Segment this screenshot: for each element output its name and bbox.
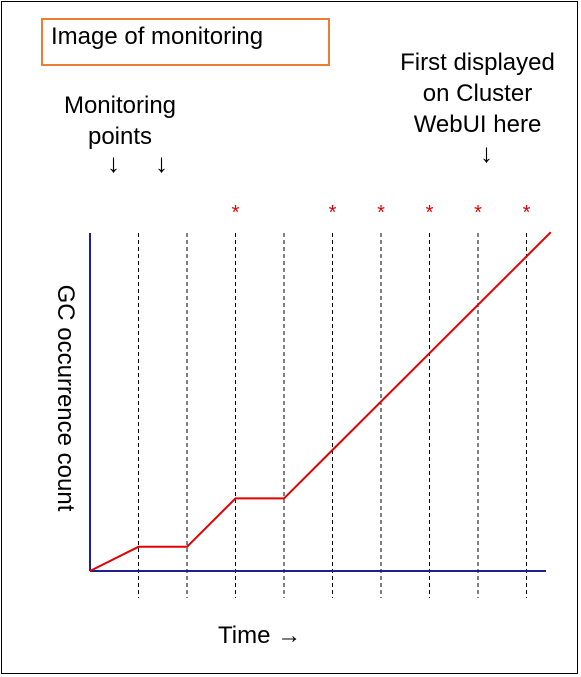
gc-marker-6: *	[523, 202, 531, 224]
first-displayed-label-line-3: WebUI here	[413, 111, 542, 138]
gc-marker-3: *	[377, 202, 385, 224]
first-displayed-arrow: ↓	[480, 138, 493, 168]
monitoring-points-label-line-1: Monitoring	[63, 92, 177, 119]
monitoring-points-label-line-2: points	[87, 123, 153, 150]
gc-marker-1: *	[232, 202, 240, 224]
monitoring-point-arrow-1: ↓	[107, 148, 120, 178]
monitoring-points-label: Monitoring points	[40, 90, 200, 152]
gc-marker-2: *	[329, 202, 337, 224]
gc-marker-5: *	[474, 202, 482, 224]
first-displayed-label-line-1: First displayed	[400, 49, 555, 76]
monitoring-point-arrow-2: ↓	[155, 148, 168, 178]
x-axis-label: Time →	[218, 622, 302, 649]
diagram-title: Image of monitoring	[51, 23, 264, 50]
title-box: Image of monitoring	[41, 18, 330, 66]
first-displayed-label: First displayed on Cluster WebUI here	[380, 47, 575, 140]
gc-count-line	[89, 231, 552, 572]
y-axis-label: GC occurrence count	[52, 284, 79, 512]
first-displayed-label-line-2: on Cluster	[422, 80, 533, 107]
gc-marker-4: *	[426, 202, 434, 224]
